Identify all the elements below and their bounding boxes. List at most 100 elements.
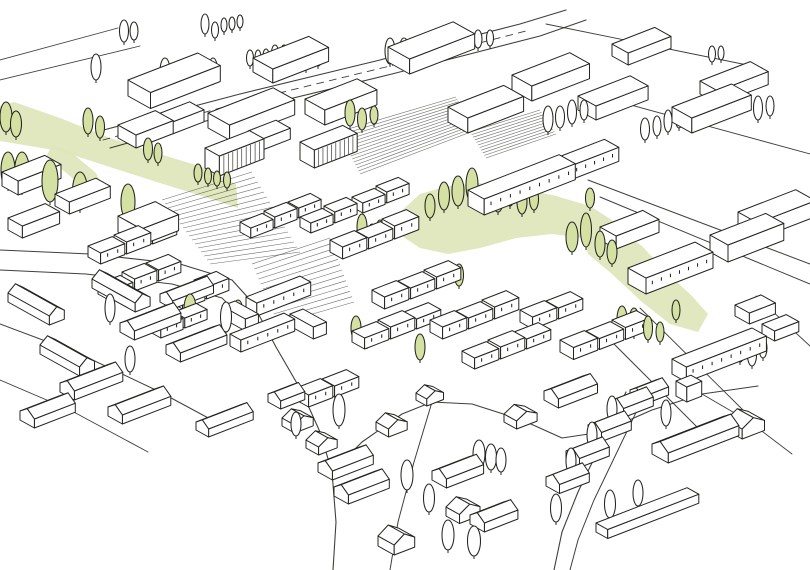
building [375,412,408,438]
building [317,444,374,481]
road-line [0,45,141,81]
building [461,341,500,370]
tree [9,110,23,140]
tree [584,187,596,211]
tree [473,29,483,51]
building [543,373,598,409]
building [671,83,752,134]
tree [90,53,102,83]
building [7,283,65,326]
building [87,236,126,265]
tree [424,193,436,221]
tree [422,483,436,515]
building [299,124,358,169]
tree [290,411,302,439]
tree [94,115,106,141]
tree [219,301,233,335]
tree [228,16,236,33]
building [7,203,61,239]
tree [554,105,566,131]
steps-hatch-layer [161,96,557,325]
tree [400,459,414,493]
steps-hatch [337,96,477,175]
tree [200,13,210,37]
building [329,230,368,260]
building [351,321,390,350]
building [445,496,481,524]
tree [579,212,593,250]
building [299,207,334,234]
tree [344,99,356,129]
tree [765,95,775,119]
tree [142,137,154,163]
tree [566,99,578,127]
road-line [109,19,587,149]
tree [632,479,644,509]
tree [495,447,507,475]
tree [484,443,498,473]
tree [606,239,618,267]
tree [485,29,495,49]
tree [707,45,717,65]
building [627,241,714,295]
tree [752,95,764,123]
building [371,280,410,310]
road-line [569,399,643,570]
building [671,327,767,383]
road-line [587,179,810,265]
tree [451,175,465,209]
tree [82,107,94,137]
tree [655,321,665,345]
building [305,430,338,456]
building [675,374,703,403]
tree [642,315,654,343]
building [377,524,416,556]
building [91,269,151,313]
tree [332,393,346,429]
tree [153,142,163,166]
building [387,21,476,75]
building [119,302,182,341]
tree [356,107,368,133]
building [467,154,576,216]
building [127,52,221,109]
building [431,453,485,489]
building [204,130,265,177]
building [565,436,610,468]
tree [129,21,139,43]
building [54,177,111,215]
building [429,310,468,340]
tree [663,109,673,135]
tree [565,221,579,255]
building [229,312,296,353]
building [207,87,296,141]
tree [437,181,451,213]
building [107,385,172,425]
tree [441,519,455,553]
building [59,361,124,401]
tree [222,171,232,191]
tree [652,115,662,139]
tree [245,49,255,69]
building [195,402,254,438]
building [289,308,327,340]
building [351,187,386,214]
tree [124,345,136,375]
building [559,330,599,360]
road-line [0,27,119,61]
building [333,468,390,505]
building [611,26,672,66]
road-line [599,196,810,285]
tree [579,99,589,123]
tree [193,163,203,185]
tree [542,105,554,135]
tree [671,299,681,323]
building [761,314,800,342]
building [545,462,590,494]
tree [549,493,563,525]
tree [104,293,116,325]
building [447,84,525,134]
tree [41,159,59,205]
